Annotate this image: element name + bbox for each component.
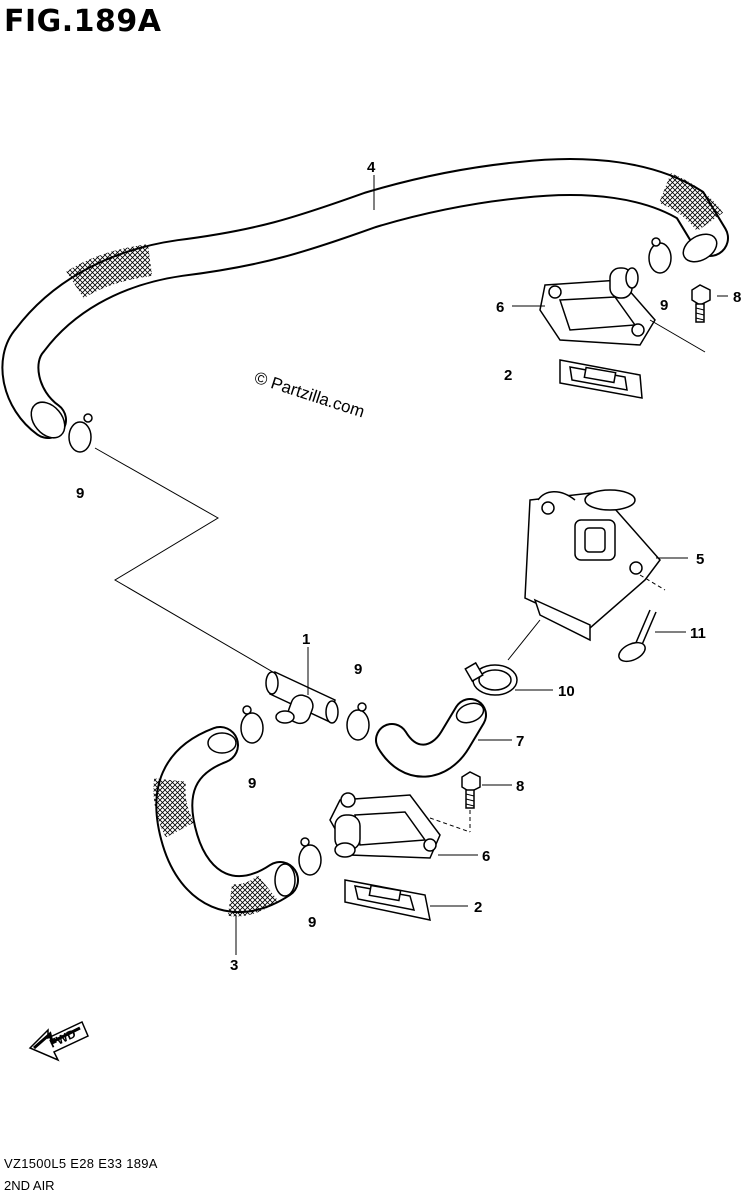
callout-2-upper: 2: [504, 367, 512, 384]
bolt-8-upper: [691, 284, 711, 323]
clamp-9-middle-left: [240, 705, 264, 744]
callout-9-middle-right: 9: [354, 661, 362, 678]
reed-valve-2-lower: [344, 879, 431, 921]
footer-code: VZ1500L5 E28 E33 189A: [4, 1156, 158, 1171]
footer-name: 2ND AIR: [4, 1178, 55, 1193]
reed-valve-cover-6-upper: [539, 267, 706, 353]
screw-11: [618, 609, 657, 663]
callout-numbers: 4 8 6 9 2 9 5 11 1 9 10 7 9 8 6 2 9 3: [76, 159, 741, 974]
reed-valve-2-upper: [559, 359, 643, 399]
hose-part-4: [1, 158, 729, 439]
callout-3: 3: [230, 957, 238, 974]
clamp-9-upper-right: [648, 237, 672, 274]
callout-4: 4: [367, 159, 376, 176]
reed-valve-cover-6-lower: [329, 792, 471, 859]
callout-9-middle-left: 9: [248, 775, 256, 792]
callout-8-upper: 8: [733, 289, 741, 306]
callout-leaders: [235, 175, 728, 955]
callout-9-lower: 9: [308, 914, 316, 931]
leader-line-10: [507, 619, 541, 661]
callout-10: 10: [558, 683, 575, 700]
callout-11: 11: [690, 625, 706, 642]
hose-part-7: [375, 698, 487, 778]
clamp-9-middle-right: [346, 702, 370, 741]
callout-6-lower: 6: [482, 848, 490, 865]
callout-8-lower: 8: [516, 778, 524, 795]
callout-9-upper-right: 9: [660, 297, 668, 314]
clamp-10: [464, 661, 518, 696]
callout-7: 7: [516, 733, 524, 750]
figure-title: FIG.189A: [4, 4, 162, 39]
clamp-9-upper-left: [68, 413, 93, 453]
hose-part-3: [153, 726, 299, 917]
callout-9-upper-left: 9: [76, 485, 84, 502]
connection-line: [94, 447, 279, 676]
callout-1: 1: [302, 631, 310, 648]
callout-2-lower: 2: [474, 899, 482, 916]
t-joint-1: [265, 670, 339, 725]
callout-6-upper: 6: [496, 299, 504, 316]
pair-valve-5: [524, 489, 666, 642]
fwd-arrow-icon: FWD: [28, 1020, 89, 1062]
clamp-9-lower: [298, 837, 322, 876]
callout-5: 5: [696, 551, 704, 568]
bolt-8-lower: [461, 771, 481, 832]
